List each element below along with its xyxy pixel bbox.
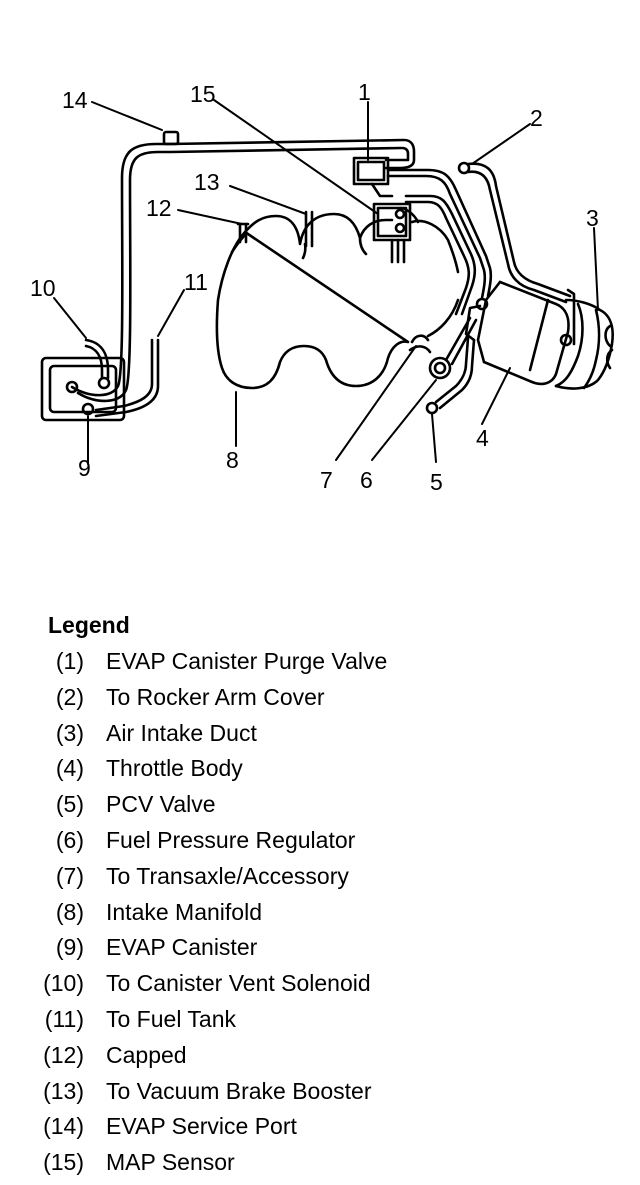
legend-number: (1): [55, 648, 84, 674]
legend-text: PCV Valve: [106, 791, 216, 818]
legend-item: (7) To Transaxle/Accessory: [0, 863, 640, 899]
legend-text: To Vacuum Brake Booster: [106, 1077, 372, 1104]
rocker-arm-cover-hose: [457, 161, 572, 304]
legend-number: (2): [55, 683, 84, 710]
map-sensor: [372, 202, 412, 264]
evap-canister-purge-valve: [352, 156, 394, 198]
legend-number: (8): [55, 898, 84, 925]
legend-item: (1) EVAP Canister Purge Valve: [0, 648, 640, 684]
legend-number: (4): [55, 755, 84, 782]
legend-number: (15): [43, 1149, 84, 1176]
intake-manifold: [215, 212, 460, 390]
legend-number: (14): [43, 1113, 84, 1140]
legend-number: (5): [55, 791, 84, 818]
legend-text: To Rocker Arm Cover: [106, 683, 325, 710]
callout-14: 14: [62, 87, 88, 113]
callout-3: 3: [586, 205, 599, 231]
evap-canister: [40, 356, 126, 422]
legend-number: (9): [55, 934, 84, 961]
legend-item: (6) Fuel Pressure Regulator: [0, 827, 640, 863]
fuel-tank-hose: [94, 338, 160, 418]
transaxle-accessory-hose: [408, 334, 432, 354]
legend-number: (11): [44, 1005, 84, 1032]
legend-number: (3): [55, 719, 84, 746]
callout-11: 11: [184, 269, 208, 295]
legend-number: (7): [55, 862, 84, 889]
legend-number: (13): [43, 1077, 84, 1104]
leader-lines: [53, 99, 599, 465]
legend-text: Fuel Pressure Regulator: [106, 826, 356, 853]
callout-8: 8: [226, 447, 239, 473]
legend-item: (3) Air Intake Duct: [0, 720, 640, 756]
vent-solenoid-hose: [84, 338, 110, 380]
callout-7: 7: [320, 467, 333, 493]
legend-text: To Transaxle/Accessory: [106, 862, 349, 889]
legend-text: EVAP Canister: [106, 934, 258, 961]
callout-1: 1: [358, 79, 371, 105]
vacuum-hose-routing-diagram: 1 2 3 4 5 6 7 8 9 10 11 12 13 14 15: [30, 79, 614, 495]
legend-number: (6): [55, 826, 84, 853]
legend-item: (8) Intake Manifold: [0, 899, 640, 935]
legend-item: (14) EVAP Service Port: [0, 1113, 640, 1149]
throttle-body: [464, 280, 570, 386]
purge-to-throttle-hoses: [386, 168, 493, 316]
brake-booster-port: [304, 210, 314, 248]
legend-text: Intake Manifold: [106, 898, 262, 925]
legend-number: (12): [43, 1041, 84, 1068]
legend-item: (12) Capped: [0, 1042, 640, 1078]
legend-text: EVAP Canister Purge Valve: [106, 648, 388, 674]
legend-text: To Canister Vent Solenoid: [106, 970, 371, 997]
legend-text: MAP Sensor: [106, 1149, 235, 1176]
legend-text: Air Intake Duct: [106, 719, 257, 746]
callout-9: 9: [78, 455, 91, 481]
legend-text: Throttle Body: [106, 755, 243, 782]
legend-text: To Fuel Tank: [106, 1005, 236, 1032]
callout-4: 4: [476, 425, 489, 451]
legend-list: (1) EVAP Canister Purge Valve (2) To Rocke…: [0, 648, 640, 1185]
legend-text: Capped: [106, 1041, 187, 1068]
legend-text: EVAP Service Port: [106, 1113, 297, 1140]
legend-item: (4) Throttle Body: [0, 755, 640, 791]
evap-service-port: [162, 130, 180, 146]
callout-10: 10: [30, 275, 56, 301]
legend-item: (5) PCV Valve: [0, 791, 640, 827]
callout-5: 5: [430, 469, 443, 495]
callout-6: 6: [360, 467, 373, 493]
callout-2: 2: [530, 105, 543, 131]
callout-13: 13: [194, 169, 220, 195]
callout-12: 12: [146, 195, 172, 221]
callout-labels: 1 2 3 4 5 6 7 8 9 10 11 12 13 14 15: [30, 79, 599, 495]
legend-item: (15) MAP Sensor: [0, 1149, 640, 1185]
legend-item: (9) EVAP Canister: [0, 934, 640, 970]
legend-item: (13) To Vacuum Brake Booster: [0, 1078, 640, 1114]
legend-item: (10) To Canister Vent Solenoid: [0, 970, 640, 1006]
legend-item: (2) To Rocker Arm Cover: [0, 684, 640, 720]
legend-title: Legend: [48, 612, 130, 638]
fuel-pressure-regulator: [428, 316, 478, 380]
callout-15: 15: [190, 81, 216, 107]
legend-number: (10): [43, 970, 84, 997]
evap-main-hose: [70, 138, 416, 403]
air-intake-duct: [554, 288, 614, 390]
legend-item: (11) To Fuel Tank: [0, 1006, 640, 1042]
